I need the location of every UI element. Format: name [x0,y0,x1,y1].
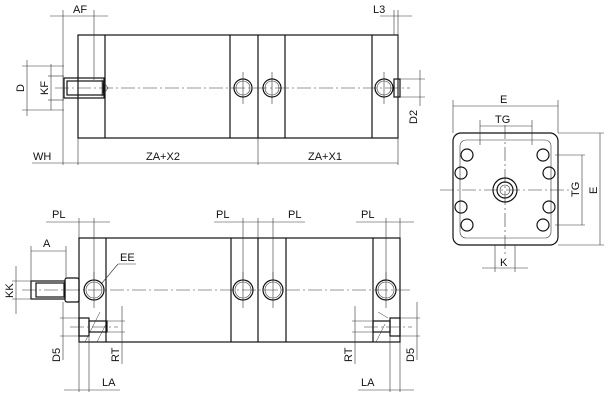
piston-rod [63,77,109,99]
dim-wh: WH [33,151,51,163]
dim-tg-side: TG [570,182,582,197]
dim-l3: L3 [373,4,385,16]
dim-tg-top: TG [495,114,510,126]
dim-la-right: LA [361,377,375,389]
dim-la-left: LA [102,377,116,389]
dim-d: D [15,84,27,92]
dim-kf: KF [39,81,51,95]
label-ee: EE [120,252,135,264]
dim-za-x1: ZA+X1 [308,151,342,163]
mounting-screw [78,311,401,343]
dim-pl-1: PL [52,209,65,221]
dim-pl-4: PL [361,209,374,221]
dim-k: K [500,257,508,269]
dim-a: A [43,238,51,250]
end-view: E TG TG E K [440,94,604,272]
port-icon [233,72,394,104]
dim-e-side: E [588,187,600,194]
dim-d2: D2 [408,110,420,124]
dim-d5-left: D5 [51,348,63,362]
bottom-view: PL PL PL PL A EE KK D5 RT LA RT D5 LA [4,209,420,392]
dim-e-top: E [500,94,507,106]
top-view: AF L3 D KF D2 WH ZA+X2 ZA+X1 [15,4,425,165]
dim-rt-right: RT [343,347,355,362]
dim-kk: KK [4,283,16,298]
mounting-hole-icon [454,148,556,232]
dim-pl-2: PL [216,209,229,221]
port-icon [83,272,397,308]
dim-pl-3: PL [288,209,301,221]
piston-rod [30,277,80,303]
dim-za-x2: ZA+X2 [146,151,180,163]
dim-rt-left: RT [110,347,122,362]
dim-d5-right: D5 [405,348,417,362]
dim-af: AF [73,4,87,16]
